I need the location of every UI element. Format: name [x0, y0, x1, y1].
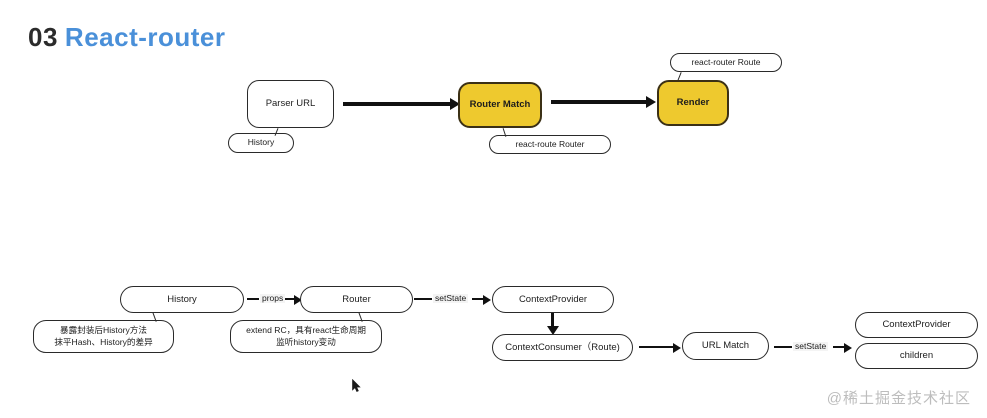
node-render[interactable]: Render — [657, 80, 729, 126]
node-router-match[interactable]: Router Match — [458, 82, 542, 128]
node-url-match[interactable]: URL Match — [682, 332, 769, 360]
edge-label-setstate-2: setState — [793, 341, 829, 351]
mouse-cursor-icon — [352, 379, 361, 392]
node-context-consumer[interactable]: ContextConsumer（Route) — [492, 334, 633, 361]
watermark: @稀土掘金技术社区 — [826, 390, 971, 407]
slide-title-text: React-router — [64, 22, 226, 52]
arrow-parser-to-match — [343, 98, 460, 110]
arrow-setstate-to-provider-2 — [833, 342, 852, 355]
node-router[interactable]: Router — [300, 286, 413, 313]
edge-props-line — [247, 298, 259, 301]
node-parser-url[interactable]: Parser URL — [247, 80, 334, 128]
node-history[interactable]: History — [120, 286, 244, 313]
callout-history-note[interactable]: 暴露封装后History方法 抹平Hash、History的差异 — [33, 320, 174, 353]
callout-history[interactable]: History — [228, 133, 294, 153]
edge-setstate-1-line — [414, 298, 432, 301]
arrow-consumer-to-urlmatch — [639, 342, 681, 355]
edge-label-setstate-1: setState — [433, 293, 469, 303]
slide-number: 03 — [28, 22, 58, 52]
arrow-provider-to-consumer — [546, 313, 560, 335]
edge-setstate-2-line — [774, 346, 792, 349]
callout-router-note[interactable]: extend RC，具有react生命周期 监听history变动 — [230, 320, 382, 353]
callout-react-route-router[interactable]: react-route Router — [489, 135, 611, 154]
arrow-props-to-router — [285, 294, 302, 307]
arrow-setstate-to-provider — [472, 294, 491, 307]
callout-react-router-route[interactable]: react-router Route — [670, 53, 782, 72]
node-context-provider-2[interactable]: ContextProvider — [855, 312, 978, 338]
edge-label-props: props — [260, 293, 286, 303]
arrow-match-to-render — [551, 96, 656, 108]
node-context-provider[interactable]: ContextProvider — [492, 286, 614, 313]
node-children[interactable]: children — [855, 343, 978, 369]
